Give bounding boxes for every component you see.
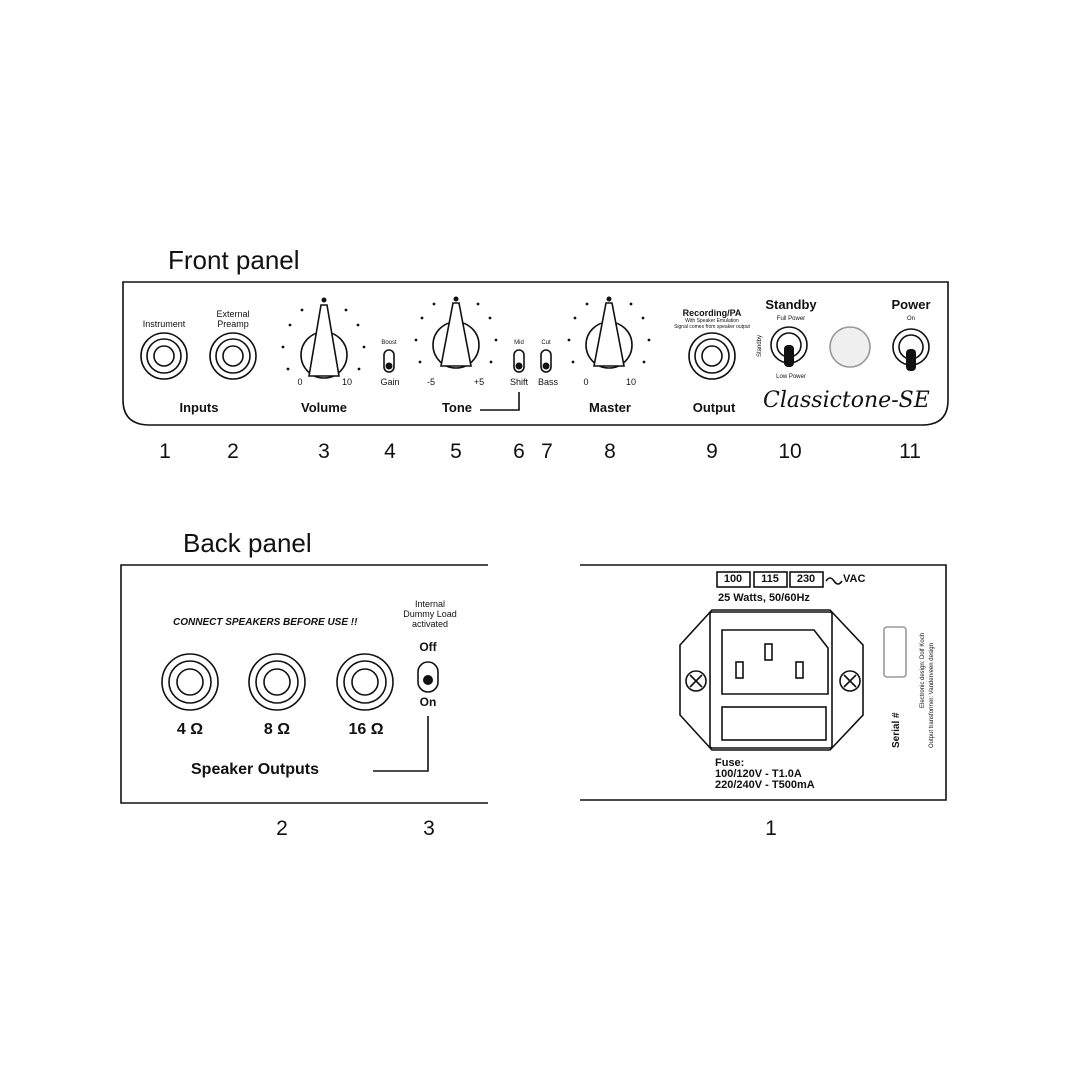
back-panel-left-outline [120,564,488,804]
speaker-outputs-label: Speaker Outputs [191,761,320,778]
ohm-16-label: 16 Ω [348,721,384,738]
volume-knob [300,304,348,379]
back-panel-right-outline [580,564,947,801]
instrument-jack [140,332,188,380]
speaker-jack-4ohm [161,653,219,711]
boost-switch [383,349,395,373]
dummy-load-label-3: activated [411,619,449,629]
ohm-4-label: 4 Ω [176,721,204,738]
tone-knob [432,302,480,369]
master-knob [585,302,633,369]
speaker-jack-16ohm [336,653,394,711]
front-number-6: 6 [513,440,525,463]
front-number-8: 8 [604,440,616,463]
shift-label: Shift [509,377,529,387]
boost-label: Boost [381,340,397,346]
external-preamp-label-2: Preamp [217,319,249,329]
front-number-5: 5 [450,440,462,463]
standby-small-label: Standby [757,334,763,357]
tone-bracket [480,392,520,411]
cut-label: Cut [541,340,551,346]
dummy-load-label-2: Dummy Load [403,609,457,619]
voltage-box-115 [753,571,788,588]
vac-label: VAC [843,573,866,585]
connect-speakers-warning: CONNECT SPEAKERS BEFORE USE !! [173,617,358,628]
front-number-2: 2 [227,440,239,463]
volume-label: Volume [301,400,347,415]
recording-sub-2: Signal comes from speaker output [674,324,750,330]
watts-label: 25 Watts, 50/60Hz [718,592,810,604]
power-label: Power [891,297,931,312]
output-label: Output [692,400,736,415]
back-panel-title: Back panel [183,528,312,558]
speaker-jack-8ohm [248,653,306,711]
inputs-label: Inputs [179,400,219,415]
front-number-9: 9 [706,440,718,463]
standby-label: Standby [765,297,817,312]
full-power-label: Full Power [776,316,806,322]
serial-label-box [883,626,907,678]
tone-min-label: -5 [426,377,436,387]
voltage-100: 100 [723,573,743,585]
voltage-box-230 [789,571,824,588]
back-number-2: 2 [276,817,288,840]
front-number-1: 1 [159,440,171,463]
back-number-1: 1 [765,817,777,840]
front-number-7: 7 [541,440,553,463]
dummy-off-label: Off [419,640,437,654]
ac-tilde-icon [825,577,843,585]
design-label-2: Output transformer: Vanderveen design [929,643,935,748]
volume-max-label: 10 [341,377,353,387]
serial-label: Serial # [891,712,902,748]
mid-label: Mid [514,340,524,346]
recording-output-jack [688,332,736,380]
external-preamp-label-1: External [216,309,250,319]
back-number-3: 3 [423,817,435,840]
front-number-10: 10 [778,440,802,463]
dummy-load-label-1: Internal [414,599,446,609]
front-number-4: 4 [384,440,396,463]
external-preamp-jack [209,332,257,380]
volume-min-label: 0 [297,377,303,387]
dummy-load-switch [417,661,439,693]
master-label: Master [589,400,631,415]
design-label-1: Electronic design: Dolf Koch [920,632,926,708]
recording-sub-1: With Speaker Emulation [685,318,739,324]
front-panel-outline [122,281,949,426]
master-max-label: 10 [625,377,637,387]
pilot-lamp [829,326,871,368]
mid-shift-switch [513,349,525,373]
master-min-label: 0 [583,377,589,387]
voltage-230: 230 [796,573,816,585]
fuse-label-1: Fuse: [715,757,745,769]
tone-max-label: +5 [473,377,485,387]
front-number-11: 11 [899,440,921,463]
front-panel-title: Front panel [168,245,300,275]
voltage-115: 115 [761,573,779,585]
speaker-outputs-bracket [373,716,429,772]
power-inlet-module [679,609,864,751]
gain-label: Gain [380,377,400,387]
voltage-box-100 [716,571,751,588]
low-power-label: Low Power [776,374,806,380]
instrument-label: Instrument [142,319,186,329]
recording-label: Recording/PA [682,308,742,318]
front-number-3: 3 [318,440,330,463]
power-on-label: On [906,316,916,322]
ohm-8-label: 8 Ω [263,721,291,738]
fuse-label-3: 220/240V - T500mA [715,779,815,791]
bass-label: Bass [537,377,559,387]
dummy-on-label: On [419,695,437,709]
tone-label: Tone [441,400,473,415]
brand-logo: Classictone-SE [763,388,930,413]
bass-cut-switch [540,349,552,373]
fuse-label-2: 100/120V - T1.0A [715,768,802,780]
